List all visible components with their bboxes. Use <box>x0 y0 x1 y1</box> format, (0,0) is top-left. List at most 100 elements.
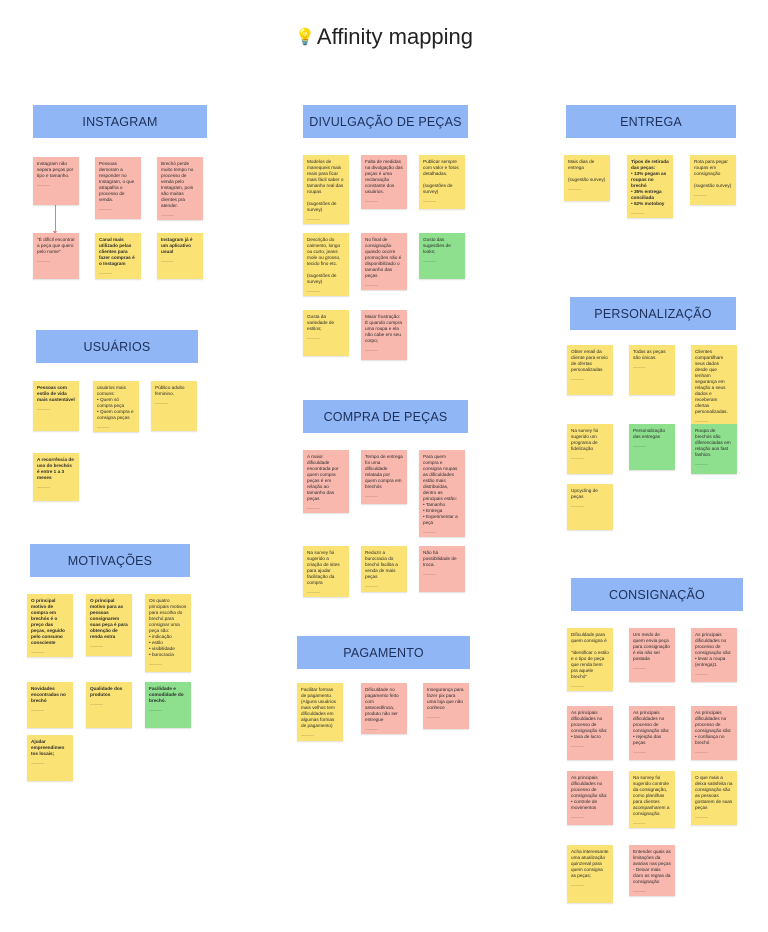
sticky-note-author: ———— <box>161 213 174 217</box>
sticky-note-personalizacao-4[interactable]: Na survey foi sugerido um programa de fi… <box>567 424 613 474</box>
sticky-note-divulgacao-5[interactable]: No final de consignação quando ocorre pr… <box>361 233 407 290</box>
sticky-note-motivacoes-3[interactable]: Os quatro principais motivos para escolh… <box>145 594 191 672</box>
sticky-note-consignacao-8[interactable]: Na survey foi sugerido controle da consi… <box>629 771 675 828</box>
sticky-note-author: ———— <box>695 462 708 466</box>
sticky-note-consignacao-6[interactable]: As principais dificuldades no processo d… <box>691 706 737 760</box>
sticky-note-instagram-2[interactable]: Pessoas demoram a responder no Instagram… <box>95 157 141 219</box>
section-header-compra: COMPRA DE PEÇAS <box>303 400 468 433</box>
sticky-note-author: ———— <box>149 708 162 712</box>
sticky-note-consignacao-2[interactable]: Um medo de quem envia peça para consigna… <box>629 628 675 682</box>
sticky-note-author: ———— <box>365 283 378 287</box>
sticky-note-text: Facilidade e comodidade do brechó. <box>149 686 184 703</box>
section-header-entrega: ENTREGA <box>566 105 736 138</box>
sticky-note-pagamento-2[interactable]: Dificuldade no pagamento feito com antec… <box>361 683 407 734</box>
sticky-note-entrega-2[interactable]: Tipos de retirada das peças: • 13% pegam… <box>627 155 673 218</box>
sticky-note-compra-3[interactable]: Para quem compra e consigna roupas as di… <box>419 450 465 537</box>
sticky-note-instagram-1[interactable]: Instagram não separa peças por tipo e ta… <box>33 157 79 205</box>
sticky-note-divulgacao-2[interactable]: Falta de medidas na divulgação das peças… <box>361 155 407 209</box>
sticky-note-author: ———— <box>31 761 44 765</box>
sticky-note-personalizacao-2[interactable]: Todas as peças são únicas———— <box>629 345 675 395</box>
sticky-note-text: Gosta da variedade de estilos; <box>307 314 335 331</box>
sticky-note-consignacao-7[interactable]: As principais dificuldades no processo d… <box>567 771 613 825</box>
sticky-note-compra-2[interactable]: Tempo de entrega foi uma dificuldade rel… <box>361 450 407 504</box>
sticky-note-text: Roupa de brechós são diferenciadas em re… <box>695 428 731 457</box>
sticky-note-text: Novidades encontradas no brechó <box>31 686 66 703</box>
sticky-note-author: ———— <box>571 504 584 508</box>
sticky-note-pagamento-1[interactable]: Facilitar formas de pagamento. (Alguns u… <box>297 683 343 741</box>
sticky-note-text: Um medo de quem envia peça para consigna… <box>633 632 671 661</box>
sticky-note-author: ———— <box>571 815 584 819</box>
sticky-note-motivacoes-6[interactable]: Facilidade e comodidade do brechó. ———— <box>145 682 191 728</box>
sticky-note-divulgacao-3[interactable]: Publicar sempre com valor e fotos detalh… <box>419 155 465 209</box>
sticky-note-text: As principais dificuldades no processo d… <box>695 710 732 745</box>
sticky-note-consignacao-11[interactable]: Entender quais as limitações da avarias … <box>629 845 675 896</box>
sticky-note-compra-1[interactable]: A maior dificuldade encontrada por quem … <box>303 450 349 513</box>
sticky-note-text: Gosto das sugestões de looks; <box>423 237 451 254</box>
sticky-note-divulgacao-8[interactable]: Maior frustração: É quando compra uma ro… <box>361 310 407 360</box>
sticky-note-text: Qualidade dos produtos <box>90 686 123 697</box>
section-header-pagamento: PAGAMENTO <box>297 636 470 669</box>
sticky-note-usuarios-4[interactable]: A recorrência de uso do brechós é entre … <box>33 453 79 501</box>
sticky-note-text: O que mais a deixa satisfeita na consign… <box>695 775 733 810</box>
sticky-note-personalizacao-7[interactable]: Upcycling de peças ———— <box>567 484 613 530</box>
sticky-note-text: Obter email da cliente para envio de ofe… <box>571 349 608 372</box>
sticky-note-motivacoes-5[interactable]: Qualidade dos produtos———— <box>86 682 132 728</box>
sticky-note-author: ———— <box>37 485 50 489</box>
sticky-note-text: Mais dias de entrega (sugestão survey) <box>568 159 606 182</box>
sticky-note-entrega-1[interactable]: Mais dias de entrega (sugestão survey)——… <box>564 155 610 201</box>
sticky-note-divulgacao-6[interactable]: Gosto das sugestões de looks; ———— <box>419 233 465 279</box>
sticky-note-text: Upcycling de peças <box>571 488 598 499</box>
sticky-note-author: ———— <box>423 259 436 263</box>
sticky-note-usuarios-2[interactable]: usuários mais comuns: • Quem só compra p… <box>93 381 139 432</box>
sticky-note-consignacao-1[interactable]: Dificuldade para quem consigna é "identi… <box>567 628 613 691</box>
sticky-note-text: Pessoas com estilo de vida mais sustentá… <box>37 385 75 402</box>
sticky-note-consignacao-4[interactable]: As principais dificuldades no processo d… <box>567 706 613 760</box>
sticky-note-usuarios-3[interactable]: Público adulto feminino.———— <box>151 381 197 431</box>
sticky-note-author: ———— <box>423 530 436 534</box>
sticky-note-text: Maior frustração: É quando compra uma ro… <box>365 314 403 343</box>
sticky-note-instagram-6[interactable]: Instagram já é um aplicativo usual———— <box>157 233 203 279</box>
sticky-note-motivacoes-4[interactable]: Novidades encontradas no brechó———— <box>27 682 73 728</box>
sticky-note-motivacoes-7[interactable]: Ajudar empreendimen tos locais;———— <box>27 735 73 781</box>
sticky-note-personalizacao-6[interactable]: Roupa de brechós são diferenciadas em re… <box>691 424 737 474</box>
sticky-note-consignacao-10[interactable]: Acha interessante uma atualização quinze… <box>567 845 613 903</box>
sticky-note-author: ———— <box>37 407 50 411</box>
sticky-note-divulgacao-1[interactable]: Modelos de manequeis mais reais para fic… <box>303 155 349 224</box>
sticky-note-text: Na survey foi sugerido controle da consi… <box>633 775 670 816</box>
sticky-note-text: Tipos de retirada das peças: • 13% pegam… <box>631 159 669 206</box>
sticky-note-text: A maior dificuldade encontrada por quem … <box>307 454 339 501</box>
sticky-note-motivacoes-2[interactable]: O principal motivo para as pessoas consi… <box>86 594 132 656</box>
sticky-note-author: ———— <box>365 727 378 731</box>
sticky-note-author: ———— <box>155 401 168 405</box>
sticky-note-text: Dificuldade no pagamento feito com antec… <box>365 687 399 722</box>
sticky-note-consignacao-9[interactable]: O que mais a deixa satisfeita na consign… <box>691 771 737 825</box>
sticky-note-personalizacao-3[interactable]: Clientes compartilham seus dados desde q… <box>691 345 737 426</box>
sticky-note-instagram-3[interactable]: Brechó perde muito tempo no processo de … <box>157 157 203 220</box>
sticky-note-compra-6[interactable]: Não há possibilidade de troca.———— <box>419 546 465 592</box>
sticky-note-author: ———— <box>423 572 436 576</box>
sticky-note-text: Falta de medidas na divulgação das peças… <box>365 159 403 194</box>
sticky-note-divulgacao-4[interactable]: Descrição do caimento, longo ou curto, j… <box>303 233 349 296</box>
sticky-note-compra-5[interactable]: Reduzir a burocracia do brechó facilita … <box>361 546 407 592</box>
sticky-note-author: ———— <box>37 259 50 263</box>
sticky-note-text: Canal mais utilizado pelas clientes para… <box>99 237 135 266</box>
sticky-note-text: Pessoas demoram a responder no Instagram… <box>99 161 135 202</box>
sticky-note-instagram-4[interactable]: "É difícil encontrar a peça que quero pe… <box>33 233 79 279</box>
sticky-note-personalizacao-1[interactable]: Obter email da cliente para envio de ofe… <box>567 345 613 395</box>
sticky-note-entrega-3[interactable]: Rota para pegar roupas em consignação (s… <box>690 155 736 205</box>
sticky-note-author: ———— <box>571 744 584 748</box>
sticky-note-author: ———— <box>695 815 708 819</box>
sticky-note-consignacao-5[interactable]: As principais dificuldades no processo d… <box>629 706 675 760</box>
sticky-note-author: ———— <box>307 217 320 221</box>
connector-arrow <box>53 203 57 235</box>
sticky-note-instagram-5[interactable]: Canal mais utilizado pelas clientes para… <box>95 233 141 279</box>
lightbulb-icon: 💡 <box>294 29 315 46</box>
sticky-note-consignacao-3[interactable]: As principais dificuldades no processo d… <box>691 628 737 682</box>
sticky-note-compra-4[interactable]: Na survey foi sugerido a criação de site… <box>303 546 349 597</box>
sticky-note-divulgacao-7[interactable]: Gosta da variedade de estilos;———— <box>303 310 349 356</box>
sticky-note-pagamento-3[interactable]: Insegurança para fazer pix para uma loja… <box>423 683 469 729</box>
sticky-note-personalizacao-5[interactable]: Personalização das entregas———— <box>629 424 675 470</box>
sticky-note-usuarios-1[interactable]: Pessoas com estilo de vida mais sustentá… <box>33 381 79 431</box>
sticky-note-motivacoes-1[interactable]: O principal motivo de compra em brechós … <box>27 594 73 657</box>
sticky-note-text: Modelos de manequeis mais reais para fic… <box>307 159 344 212</box>
